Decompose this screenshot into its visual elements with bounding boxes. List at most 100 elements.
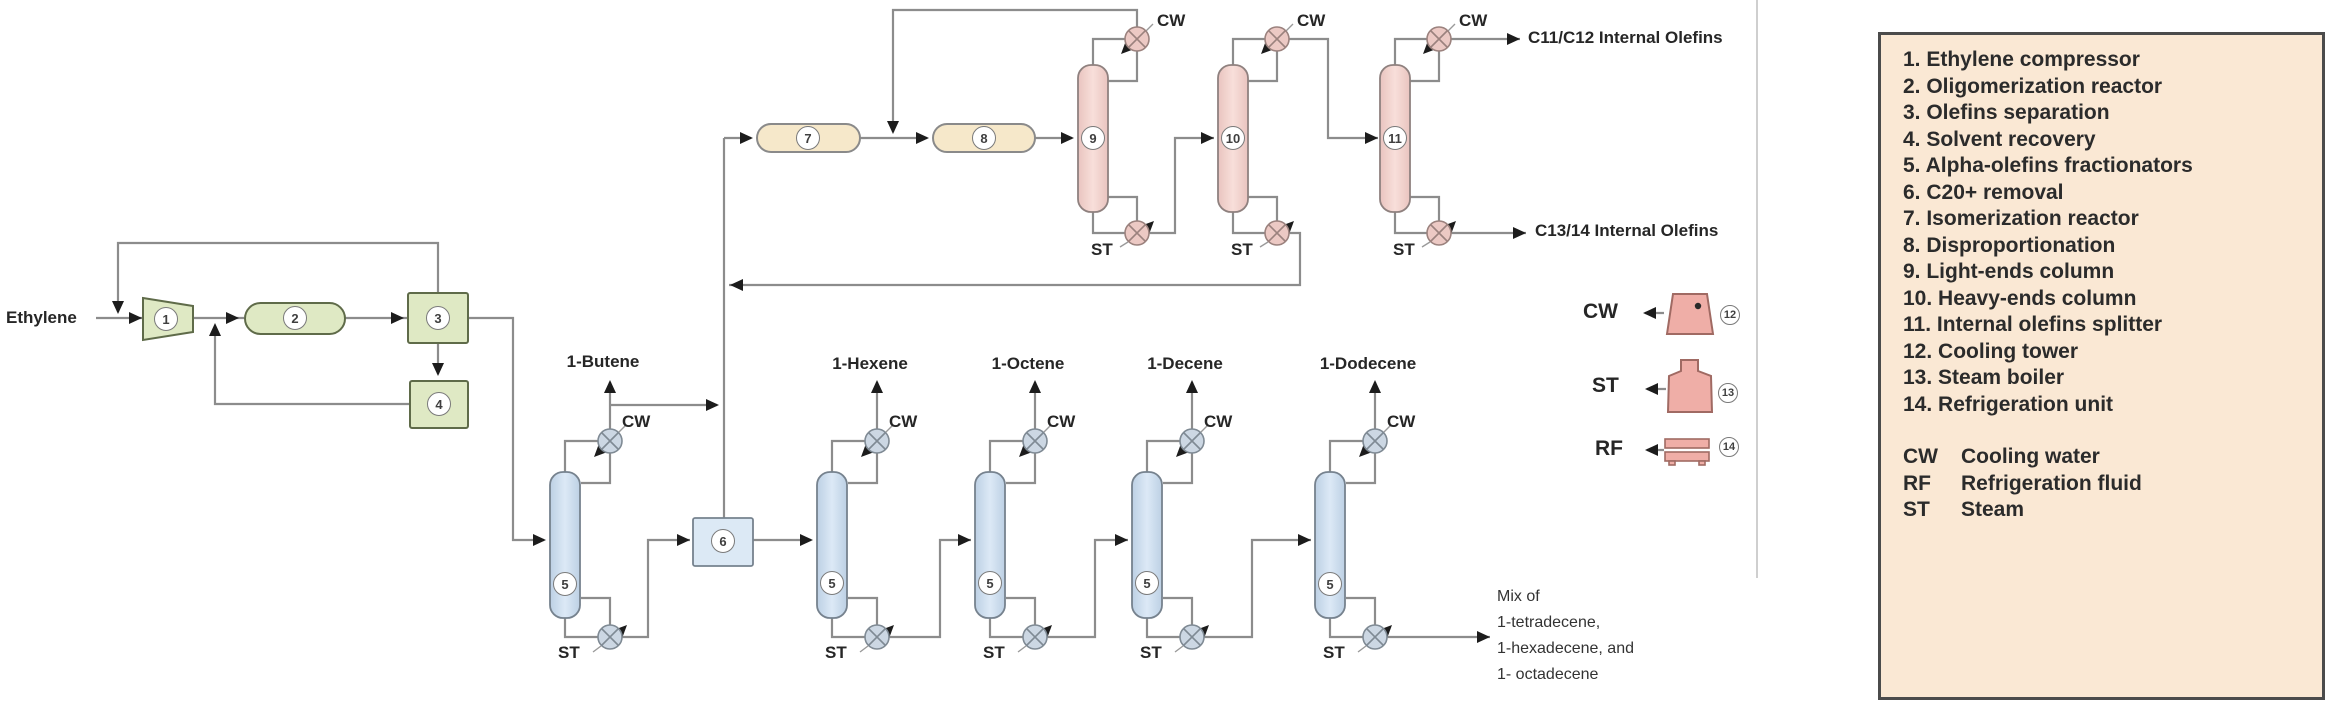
pipe-column-9 xyxy=(891,8,1214,235)
condenser-cw-9 xyxy=(1124,26,1150,52)
reboiler-st-9 xyxy=(1124,220,1150,246)
pipe-fractionator-5c xyxy=(988,382,1128,639)
pipe-fractionator-5b xyxy=(830,382,971,639)
legend-abbr-cw-name: Cooling water xyxy=(1961,445,2100,468)
cw-label: CW xyxy=(1297,11,1326,30)
condenser-cw-10 xyxy=(1264,26,1290,52)
st-label: ST xyxy=(558,643,580,662)
legend-item-7: 7. Isomerization reactor xyxy=(1903,207,2139,230)
cw-utility-row-label: CW xyxy=(1583,300,1618,323)
unit-number-7: 7 xyxy=(796,126,820,150)
pipe-column-10 xyxy=(729,37,1378,287)
fractionator-column-5a xyxy=(549,471,581,619)
unit-number-2: 2 xyxy=(283,306,307,330)
st-label: ST xyxy=(983,643,1005,662)
st-label: ST xyxy=(1091,240,1113,259)
dodecene-product-label: 1-Dodecene xyxy=(1319,354,1417,373)
decene-product-label: 1-Decene xyxy=(1147,354,1223,373)
cw-label: CW xyxy=(1204,412,1233,431)
unit-number-5a: 5 xyxy=(553,572,577,596)
st-label: ST xyxy=(825,643,847,662)
legend-item-6: 6. C20+ removal xyxy=(1903,180,2064,204)
legend-item-8: 8. Disproportionation xyxy=(1903,233,2116,257)
legend-item-12: 12. Cooling tower xyxy=(1903,339,2079,363)
cw-label: CW xyxy=(1459,11,1488,30)
cw-label: CW xyxy=(622,412,651,431)
flow-arrows xyxy=(112,33,1658,643)
reboiler-st-5a xyxy=(597,624,623,650)
unit-number-5e: 5 xyxy=(1318,572,1342,596)
ethylene-feed-label: Ethylene xyxy=(6,308,77,327)
mix-product-label: Mix of 1-tetradecene, 1-hexadecene, and … xyxy=(1497,584,1634,688)
unit-number-5b: 5 xyxy=(820,571,844,595)
rf-utility-row-label: RF xyxy=(1595,437,1623,460)
st-label: ST xyxy=(1231,240,1253,259)
cw-label: CW xyxy=(1157,11,1186,30)
legend-spacer xyxy=(1903,418,2314,444)
utility-symbols xyxy=(1664,293,1715,466)
legend-abbr-st-key: ST xyxy=(1903,498,1930,521)
legend-item-10: 10. Heavy-ends column xyxy=(1903,286,2137,310)
butene-product-label: 1-Butene xyxy=(566,352,640,371)
hexene-product-label: 1-Hexene xyxy=(832,354,908,373)
heat-exchangers xyxy=(597,428,1388,650)
unit-number-1: 1 xyxy=(154,307,178,331)
legend-abbr-rf-key: RF xyxy=(1903,471,1931,495)
pipe-utility-arrows xyxy=(1645,311,1666,452)
heat-exchangers-top xyxy=(1124,26,1452,246)
legend-item-2: 2. Oligomerization reactor xyxy=(1903,74,2163,98)
legend-item-1: 1. Ethylene compressor xyxy=(1903,48,2140,71)
fractionator-column-5d xyxy=(1131,471,1163,619)
legend-abbr-rf-name: Refrigeration fluid xyxy=(1961,471,2142,495)
cooling-tower-symbol xyxy=(1665,293,1715,335)
fractionator-column-5e xyxy=(1314,471,1346,619)
reboiler-st-5c xyxy=(1022,624,1048,650)
legend-abbr-cw-key: CW xyxy=(1903,445,1938,468)
cw-label: CW xyxy=(1047,412,1076,431)
legend-abbr-cw: CW Cooling water xyxy=(1903,444,2314,471)
st-label: ST xyxy=(1393,240,1415,259)
cw-label: CW xyxy=(1387,412,1416,431)
condenser-cw-5c xyxy=(1022,428,1048,454)
legend-abbr-rf: RF Refrigeration fluid xyxy=(1903,471,2314,498)
legend-item-11: 11. Internal olefins splitter xyxy=(1903,313,2163,336)
mix-line-1: Mix of xyxy=(1497,588,1540,605)
pipe-fractionator-5d xyxy=(1145,382,1311,639)
c11-c12-product-label: C11/C12 Internal Olefins xyxy=(1528,28,1723,47)
units xyxy=(142,64,1411,619)
pipe-fractionator-5a xyxy=(563,382,717,639)
unit-number-12: 12 xyxy=(1720,305,1740,325)
fractionator-column-5b xyxy=(816,471,848,619)
st-label: ST xyxy=(1323,643,1345,662)
legend-item-3: 3. Olefins separation xyxy=(1903,101,2110,124)
legend-item-9: 9. Light-ends column xyxy=(1903,260,2115,283)
steam-boiler-symbol xyxy=(1666,359,1714,413)
condenser-cw-5d xyxy=(1179,428,1205,454)
mix-line-2: 1-tetradecene, xyxy=(1497,614,1601,631)
unit-number-14: 14 xyxy=(1719,437,1739,457)
unit-number-10: 10 xyxy=(1221,126,1245,150)
mix-line-3: 1-hexadecene, and xyxy=(1497,640,1634,657)
pipe-left-section xyxy=(96,241,544,542)
legend-abbr-st: ST Steam xyxy=(1903,497,2314,524)
label-tie-lines xyxy=(592,23,1456,653)
st-utility-row-label: ST xyxy=(1592,374,1619,397)
cooling-tower-fan-dot xyxy=(1694,302,1702,310)
refrigeration-unit-symbol xyxy=(1664,438,1710,466)
unit-number-13: 13 xyxy=(1718,383,1738,403)
fractionator-column-5c xyxy=(974,471,1006,619)
unit-number-4: 4 xyxy=(427,392,451,416)
pipe-bus-and-top-feeds xyxy=(722,136,1072,542)
unit-number-11: 11 xyxy=(1383,126,1407,150)
equipment-legend: 1. Ethylene compressor 2. Oligomerizatio… xyxy=(1878,32,2325,700)
pipe-column-11 xyxy=(1393,37,1526,235)
st-label: ST xyxy=(1140,643,1162,662)
legend-item-4: 4. Solvent recovery xyxy=(1903,127,2096,151)
condenser-cw-5a xyxy=(597,428,623,454)
reboiler-st-10 xyxy=(1264,220,1290,246)
reboiler-st-5d xyxy=(1179,624,1205,650)
cw-label: CW xyxy=(889,412,918,431)
condenser-cw-5e xyxy=(1362,428,1388,454)
legend-abbr-st-name: Steam xyxy=(1961,498,2025,521)
condenser-cw-11 xyxy=(1426,26,1452,52)
